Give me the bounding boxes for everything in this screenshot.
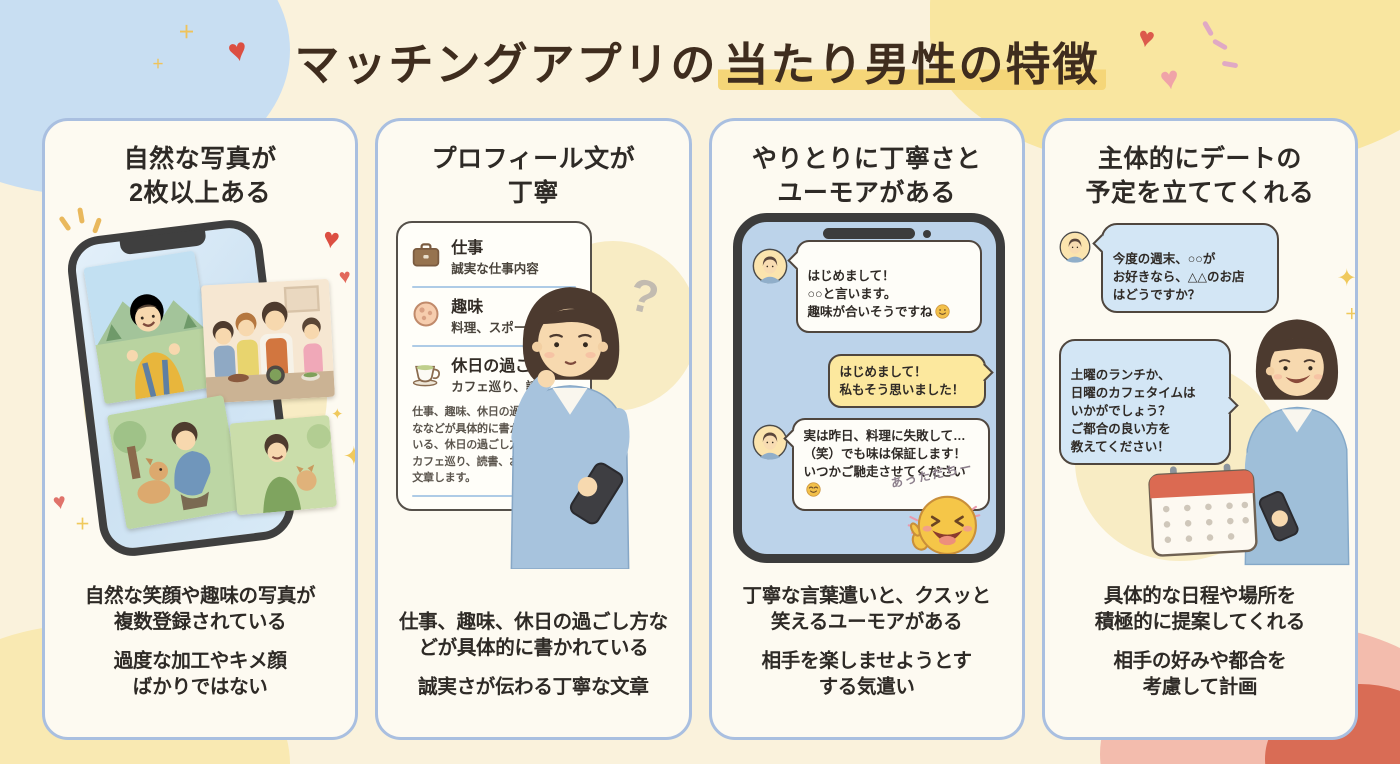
divider [412, 494, 577, 497]
sparkle-icon: ✦ [343, 443, 355, 469]
smile-emoji-icon [934, 304, 950, 324]
feature-cards: 自然な写真が 2枚以上ある [42, 118, 1358, 740]
sparkle-dash-icon [77, 206, 85, 224]
card-notes: 仕事、趣味、休日の過ごし方な どが具体的に書かれている 誠実さが伝わる丁寧な文章 [399, 609, 668, 713]
profile-item-label: 仕事 [451, 239, 484, 257]
card-notes: 具体的な日程や場所を 積極的に提案してくれる 相手の好みや都合を 考慮して計画 [1095, 583, 1305, 714]
note-text: 仕事、趣味、休日の過ごし方な どが具体的に書かれている [398, 610, 668, 659]
heart-icon: ♥ [337, 264, 352, 289]
chat-message-left: 土曜のランチか、 日曜のカフェタイムは いかがでしょう？ ご都合の良い方を 教え… [1058, 338, 1239, 466]
chat-message-text: 土曜のランチか、 日曜のカフェタイムは いかがでしょう？ ご都合の良い方を 教え… [1070, 367, 1196, 455]
card3-illustration: はじめまして！ ○○と言います。 趣味が合いそうですね はじめまして！ 私もそう… [712, 211, 1022, 569]
sparkle-icon: ＋ [178, 23, 195, 42]
chat-phone-frame: はじめまして！ ○○と言います。 趣味が合いそうですね はじめまして！ 私もそう… [732, 212, 1005, 563]
divider [412, 285, 577, 288]
card-title: 主体的にデートの 予定を立ててくれる [1085, 145, 1315, 207]
briefcase-icon [410, 241, 442, 269]
phone-camera-dot [922, 229, 931, 238]
sparkle-icon: ＋ [152, 57, 165, 71]
chat-message-left: 実は昨日、料理に失敗して… （笑）でも味は保証します！ いつかご馳走させてくださ… [782, 417, 990, 511]
chat-message-text: はじめまして！ ○○と言います。 趣味が合いそうですね [807, 268, 933, 319]
bubble-tail [786, 250, 806, 270]
page-title: マッチングアプリの当たり男性の特徴 [0, 28, 1400, 93]
hiking-photo-art [83, 249, 216, 404]
profile-item-label: 趣味 [451, 298, 484, 316]
card-title: 自然な写真が 2枚以上ある [123, 145, 277, 207]
smiling-man-art [1244, 318, 1350, 565]
chat-message-text: 実は昨日、料理に失敗して… （笑）でも味は保証します！ いつかご馳走させてくださ… [803, 428, 967, 479]
avatar [752, 424, 788, 460]
card2-illustration: ? [378, 211, 689, 570]
sparkle-dash-icon [91, 216, 103, 234]
chat-message-left: 今度の週末、○○が お好きなら、△△のお店 はどうですか？ [1092, 222, 1279, 313]
laughing-emoji-sticker [902, 480, 986, 554]
card-title: プロフィール文が 丁寧 [431, 145, 636, 207]
note-text: 丁寧な言葉遣いと、クスッと 笑えるユーモアがある [742, 584, 992, 633]
dog-park-photo-art [106, 394, 244, 530]
card-polite-profile: プロフィール文が 丁寧 ? [375, 118, 692, 740]
phone-notch [822, 227, 915, 239]
bubble-tail [1092, 233, 1111, 253]
card-notes: 丁寧な言葉遣いと、クスッと 笑えるユーモアがある 相手を楽しませようとす する気… [742, 583, 992, 714]
profile-item-value: カフェ巡り、読書 [451, 380, 551, 394]
man-petting-dog-photo [229, 414, 337, 515]
calendar-illustration [1142, 460, 1263, 567]
page-title-highlight: 当たり男性の特徴 [717, 39, 1106, 90]
card-notes: 自然な笑顔や趣味の写真が 複数登録されている 過度な加工やキメ顔 ばかりではない [84, 583, 316, 714]
profile-item-value: 誠実な仕事内容 [451, 261, 539, 276]
sparkle-icon: ✦ [331, 405, 344, 423]
card-title: やりとりに丁寧さと ユーモアがある [751, 145, 982, 207]
cooking-with-family-photo [200, 278, 335, 403]
smartphone-frame [64, 215, 337, 560]
chat-message-right: はじめまして！ 私もそう思いました！ [827, 353, 986, 408]
ball-icon [410, 300, 442, 328]
cooking-photo-art [200, 278, 335, 403]
sparkle-icon: ＋ [1344, 305, 1358, 322]
page-title-plain: マッチングアプリの [294, 39, 718, 90]
chat-message-left: はじめまして！ ○○と言います。 趣味が合いそうですね [786, 239, 982, 333]
divider [412, 345, 577, 347]
smiling-man-illustration [1230, 311, 1355, 574]
smile-emoji-icon [805, 482, 821, 502]
card-natural-photos: 自然な写真が 2枚以上ある [42, 118, 359, 740]
chat-message-text: 今度の週末、○○が お好きなら、△△のお店 はどうですか？ [1112, 251, 1245, 302]
card-polite-humorous-chat: やりとりに丁寧さと ユーモアがある はじめまして！ ○○と言います。 趣味が合い… [708, 118, 1025, 740]
hiking-photo [83, 249, 216, 404]
card4-illustration: 今度の週末、○○が お好きなら、△△のお店 はどうですか？ 土曜のランチか、 日… [1045, 211, 1355, 569]
heart-icon: ♥ [50, 487, 69, 515]
sparkle-dash-icon [58, 215, 72, 231]
pensive-man-illustration [490, 281, 650, 574]
pensive-man-art [510, 286, 630, 570]
note-text: 相手を楽しませようとす する気遣い [761, 649, 972, 698]
card-proactive-date-planning: 主体的にデートの 予定を立ててくれる 今度の週末、○○が お好きなら、△△のお店… [1041, 118, 1358, 740]
note-text: 具体的な日程や場所を 積極的に提案してくれる [1094, 584, 1305, 633]
card1-illustration: ♥ ♥ ♥ ✦ ✦ ＋ [45, 206, 355, 569]
avatar [752, 248, 788, 284]
coffee-cup-icon [410, 359, 442, 387]
heart-icon: ♥ [320, 221, 342, 255]
sparkle-icon: ＋ [75, 515, 91, 533]
note-text: 誠実さが伝わる丁寧な文章 [418, 675, 649, 698]
green-man-photo-art [229, 414, 337, 515]
avatar [1059, 231, 1091, 263]
phone-notch [119, 228, 207, 255]
profile-item-work: 仕事 誠実な仕事内容 [410, 235, 578, 284]
man-with-dog-photo [106, 394, 244, 530]
note-text: 相手の好みや都合を 考慮して計画 [1113, 649, 1287, 698]
note-text: 自然な笑顔や趣味の写真が 複数登録されている [84, 584, 316, 633]
sparkle-icon: ✦ [1336, 264, 1357, 292]
note-text: 過度な加工やキメ顔 ばかりではない [113, 649, 287, 698]
